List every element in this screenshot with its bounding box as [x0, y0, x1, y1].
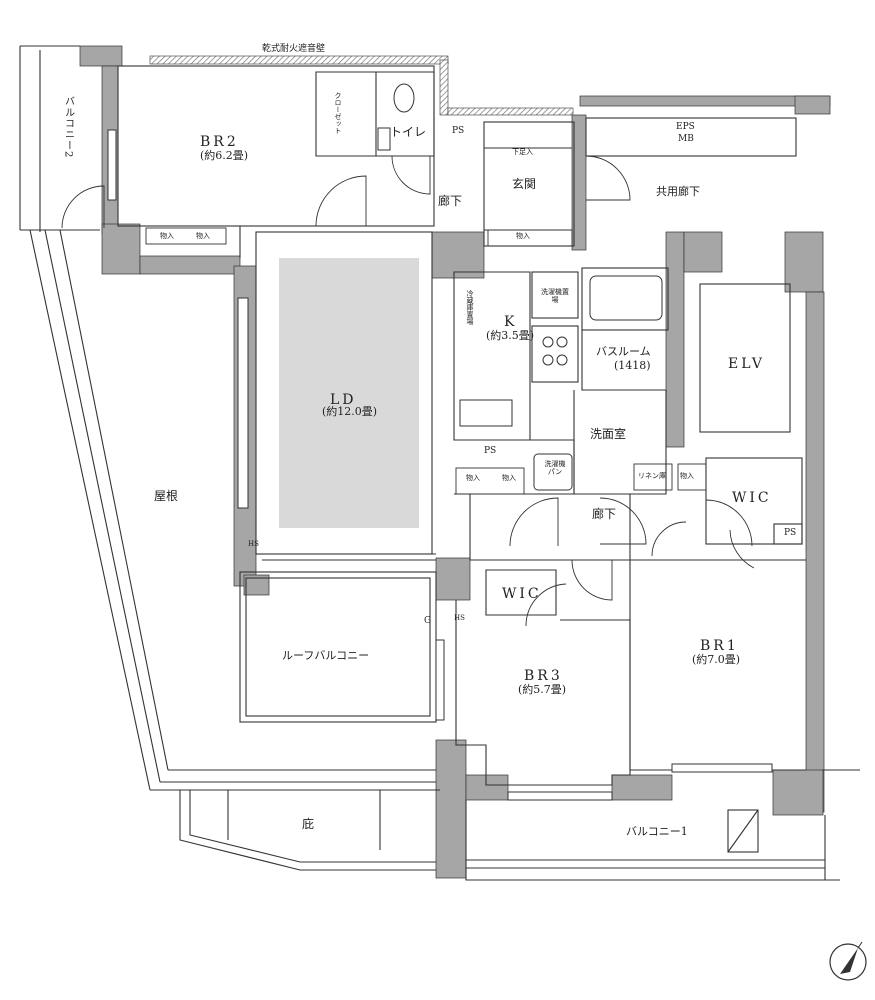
common-hall-label: 共用廊下 — [656, 185, 700, 198]
compass-icon — [829, 941, 867, 981]
wic-right-label: WIC — [732, 490, 772, 506]
ld-floor — [279, 258, 419, 528]
storage-entrance: 物入 — [516, 232, 530, 240]
laundry-area-label: 洗濯機置場 — [541, 288, 569, 305]
ld-name: LD — [330, 392, 357, 408]
storage-linen: 物入 — [680, 472, 694, 480]
shoe-label: 下足入 — [512, 148, 533, 156]
ld-size: (約12.0畳) — [322, 405, 378, 418]
fridge-label: 冷蔵庫置場 — [466, 290, 475, 325]
balcony2-label: バルコニー2 — [62, 96, 74, 159]
br3-size: (約5.7畳) — [518, 683, 567, 696]
storage-k-b: 物入 — [502, 474, 516, 482]
br1-size: (約7.0畳) — [692, 653, 741, 666]
hs-left-label: HS — [248, 540, 259, 548]
thin-walls — [19, 45, 860, 881]
br3-name: BR3 — [524, 668, 563, 684]
fire-wall-side — [439, 59, 449, 116]
hall-lower-label: 廊下 — [592, 507, 617, 521]
linen-label: リネン庫 — [638, 472, 666, 480]
balcony1-label: バルコニー1 — [626, 825, 688, 838]
br2-size: (約6.2畳) — [200, 149, 249, 162]
br1-name: BR1 — [700, 638, 739, 654]
stove — [542, 336, 568, 366]
storage-br2-b: 物入 — [196, 232, 210, 240]
fire-wall-short — [447, 107, 574, 116]
storage-units — [145, 227, 707, 495]
kitchen-size: (約3.5畳) — [486, 329, 535, 342]
kitchen-name: K — [504, 314, 518, 330]
bath-size: (1418) — [614, 359, 651, 372]
bathtub — [589, 275, 663, 321]
kitchen-sink — [459, 399, 513, 427]
hs-right-label: HS — [454, 614, 465, 622]
roof-balcony-label: ルーフバルコニー — [282, 649, 370, 662]
washroom-label: 洗面室 — [590, 427, 627, 441]
bath-name: バスルーム — [596, 345, 651, 358]
eps-label: EPS — [676, 122, 695, 132]
mb-label: MB — [678, 134, 694, 144]
elv-label: ELV — [728, 356, 765, 372]
ps-kitchen-label: PS — [484, 446, 497, 456]
windows — [107, 129, 773, 801]
garden-label: 庇 — [302, 817, 315, 831]
closet-label: クローゼット — [334, 92, 343, 134]
ps-top-label: PS — [452, 126, 465, 136]
washer-pan-label: 洗濯機パン — [544, 460, 566, 477]
toilet-sink — [377, 127, 391, 151]
door-swings — [61, 155, 755, 627]
hall-top-label: 廊下 — [438, 194, 463, 208]
g-label: G — [424, 616, 432, 626]
ps-wic-label: PS — [784, 528, 797, 538]
walls — [79, 45, 831, 879]
fire-wall-label: 乾式耐火遮音壁 — [262, 44, 326, 54]
washer-pan — [533, 453, 573, 491]
entrance-label: 玄関 — [512, 177, 537, 191]
fire-wall — [149, 55, 449, 65]
storage-k-a: 物入 — [466, 474, 480, 482]
br2-name: BR2 — [200, 134, 239, 150]
toilet-label: トイレ — [390, 125, 427, 139]
wic-br3-label: WIC — [502, 586, 542, 602]
storage-br2-a: 物入 — [160, 232, 174, 240]
roof-label: 屋根 — [154, 489, 179, 503]
toilet-bowl — [393, 83, 415, 113]
